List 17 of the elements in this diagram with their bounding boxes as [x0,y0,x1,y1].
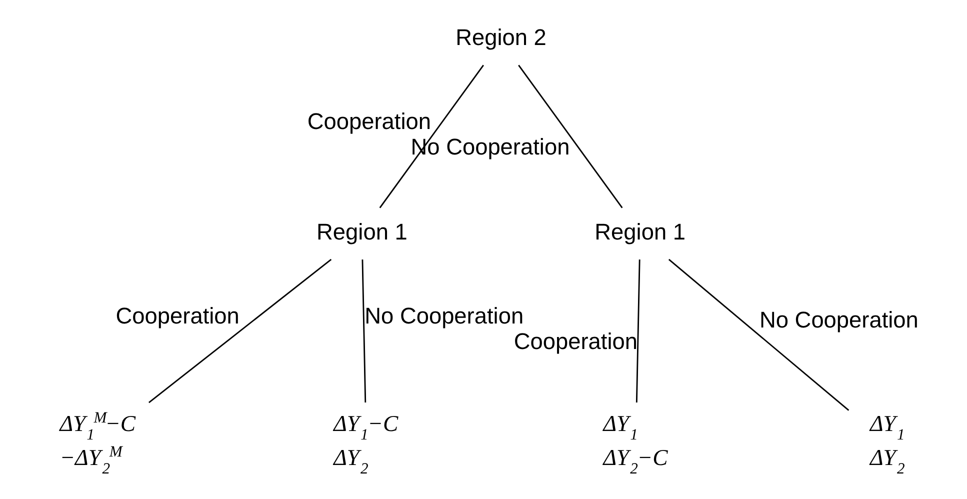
connector [378,64,484,208]
connector [635,259,640,403]
node-text: Region 2 [455,24,546,50]
node-text: Region 1 [316,218,407,244]
edge-label: No Cooperation [759,306,918,333]
edge-label: Cooperation [306,108,431,134]
node-text: ΔY$_{1}$ ΔY$_{2}$−C [602,410,668,478]
connector [668,258,849,411]
node-text: ΔY$_{1}$ ΔY$_{2}$ [869,410,904,478]
edge-label: Cooperation [513,328,637,354]
connector [518,64,622,208]
node-text: ΔY$_{1}$−C ΔY$_{2}$ [333,410,398,478]
edge-label: No Cooperation [364,302,524,329]
edge-label: Cooperation [115,302,239,329]
connector [361,259,366,403]
node-text: Region 1 [594,218,686,244]
connector [148,258,332,404]
